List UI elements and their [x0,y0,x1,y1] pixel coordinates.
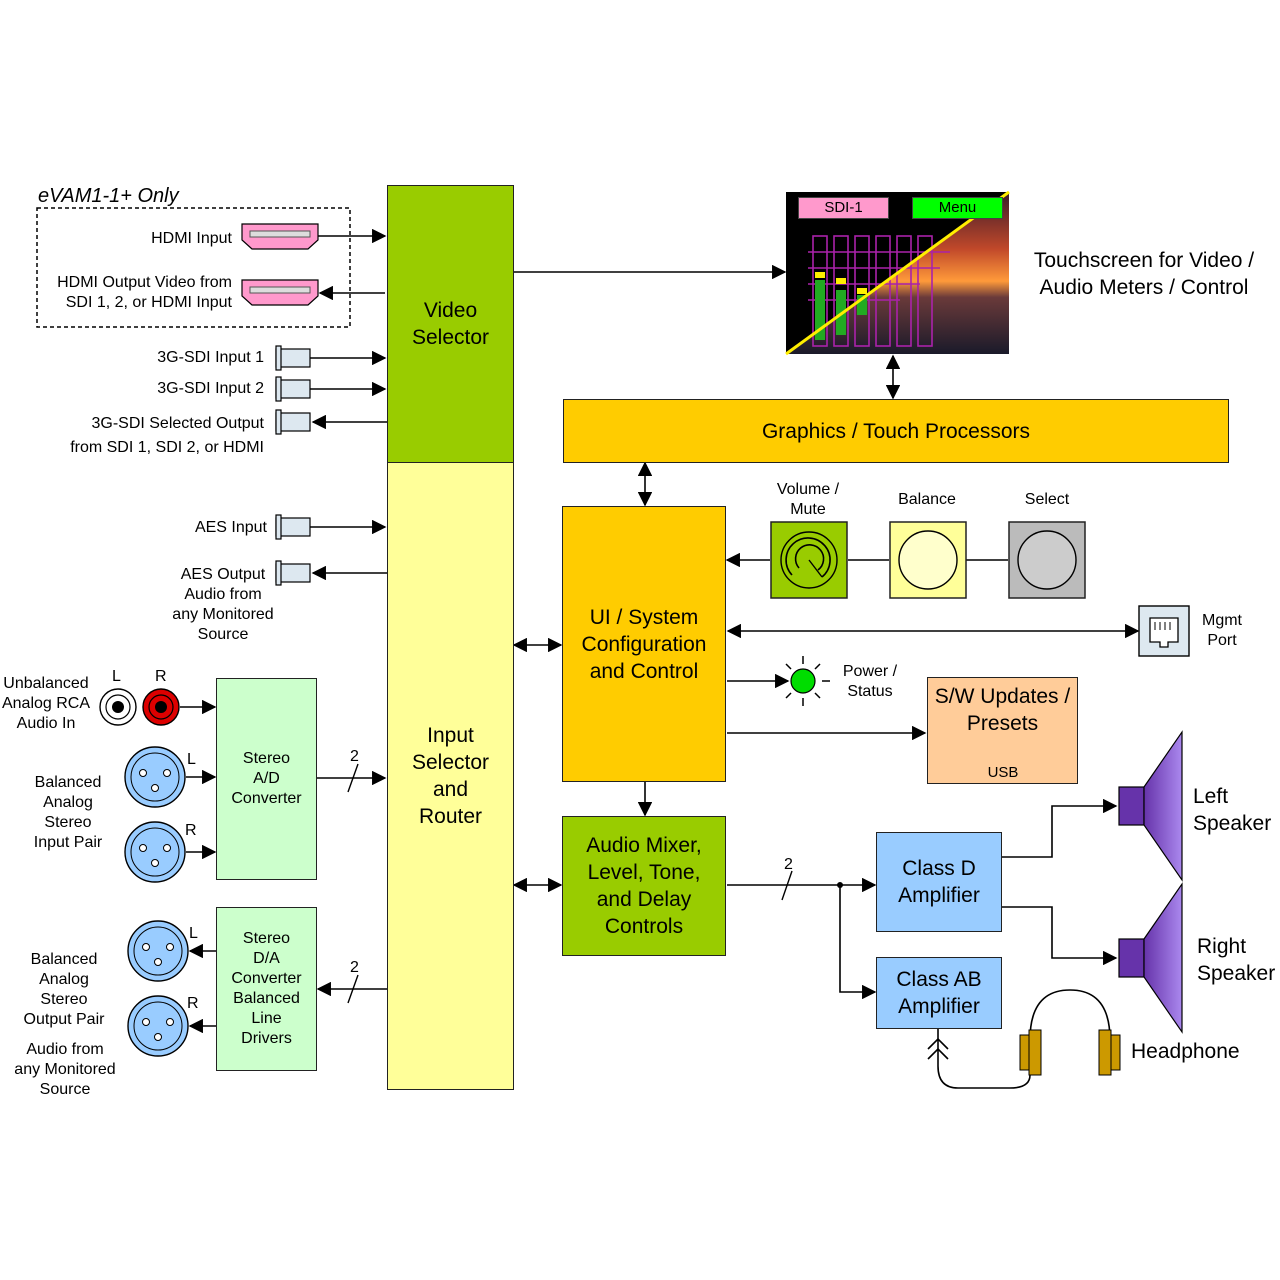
evam-only-region [36,207,351,328]
class-ab-amplifier-block: Class AB Amplifier [876,957,1002,1029]
rca-jack-icon [99,688,137,726]
sw-updates-label: S/W Updates / Presets [934,685,1071,735]
balanced-input-label: Balanced Analog Stereo Input Pair [33,774,103,851]
sdi-input-1-label: 3G-SDI Input 1 [157,349,264,366]
aes-input-label: AES Input [194,519,267,536]
bus-width-amp: 2 [784,856,793,873]
power-status-label: Power / Status [842,663,898,700]
ad-converter-block: Stereo A/D Converter [216,678,317,880]
touchscreen-display[interactable] [785,190,1010,356]
speaker-icon [1118,730,1183,882]
headphone-label: Headphone [1131,1040,1240,1063]
headphone-icon [1019,989,1121,1076]
select-label: Select [1024,491,1070,508]
xlr-connector-icon [127,995,189,1057]
bus-width-in: 2 [350,748,359,765]
ui-system-block: UI / System Configuration and Control [562,506,726,782]
xlr-in-left-label: L [187,751,196,768]
xlr-out-left-label: L [189,925,198,942]
input-selector-block: Input Selector and Router [387,462,514,1090]
volume-mute-label: Volume / Mute [776,481,840,518]
balanced-output-source-label: Audio from any Monitored Source [14,1041,116,1098]
aes-output-label: AES Output Audio from any Monitored Sour… [172,566,274,643]
xlr-connector-icon [124,746,186,808]
right-speaker-label: Right Speaker [1197,935,1276,985]
tab-menu[interactable]: Menu [912,197,1003,219]
hdmi-connector-icon [241,223,319,250]
mgmt-port-label: Mgmt Port [1202,612,1242,649]
hdmi-output-label: HDMI Output Video from SDI 1, 2, or HDMI… [57,274,232,311]
usb-label: USB [987,764,1019,781]
audio-mixer-block: Audio Mixer, Level, Tone, and Delay Cont… [562,816,726,956]
video-selector-block: Video Selector [387,185,514,463]
rca-input-label: Unbalanced Analog RCA Audio In [1,675,91,732]
xlr-out-right-label: R [187,995,199,1012]
balanced-output-label: Balanced Analog Stereo Output Pair [23,951,105,1028]
volume-knob[interactable] [770,521,848,599]
evam-only-label: eVAM1-1+ Only [38,185,179,207]
balance-label: Balance [898,491,956,508]
rca-left-label: L [112,668,121,685]
hdmi-connector-icon [241,279,319,306]
touchscreen-label: Touchscreen for Video / Audio Meters / C… [1033,249,1255,299]
tab-sdi-1[interactable]: SDI-1 [798,197,889,219]
rca-jack-icon [142,688,180,726]
bnc-connector-icon [275,514,311,540]
hdmi-input-label: HDMI Input [151,230,232,247]
rj45-port-icon[interactable] [1138,605,1190,657]
xlr-connector-icon [124,821,186,883]
xlr-in-right-label: R [185,822,197,839]
sdi-input-2-label: 3G-SDI Input 2 [157,380,264,397]
bnc-connector-icon [275,409,311,435]
sdi-selected-output-label: 3G-SDI Selected Output from SDI 1, SDI 2… [70,415,264,456]
xlr-connector-icon [127,920,189,982]
da-converter-block: Stereo D/A Converter Balanced Line Drive… [216,907,317,1071]
bus-width-out: 2 [350,959,359,976]
bnc-connector-icon [275,560,311,586]
sw-updates-block[interactable]: S/W Updates / Presets [927,677,1078,784]
left-speaker-label: Left Speaker [1193,785,1272,835]
bnc-connector-icon [275,376,311,402]
led-icon [778,656,830,706]
rca-right-label: R [155,668,167,685]
bnc-connector-icon [275,345,311,371]
graphics-processor-block: Graphics / Touch Processors [563,399,1229,463]
select-knob[interactable] [1008,521,1086,599]
class-d-amplifier-block: Class D Amplifier [876,832,1002,932]
balance-knob[interactable] [889,521,967,599]
speaker-icon [1118,882,1183,1034]
